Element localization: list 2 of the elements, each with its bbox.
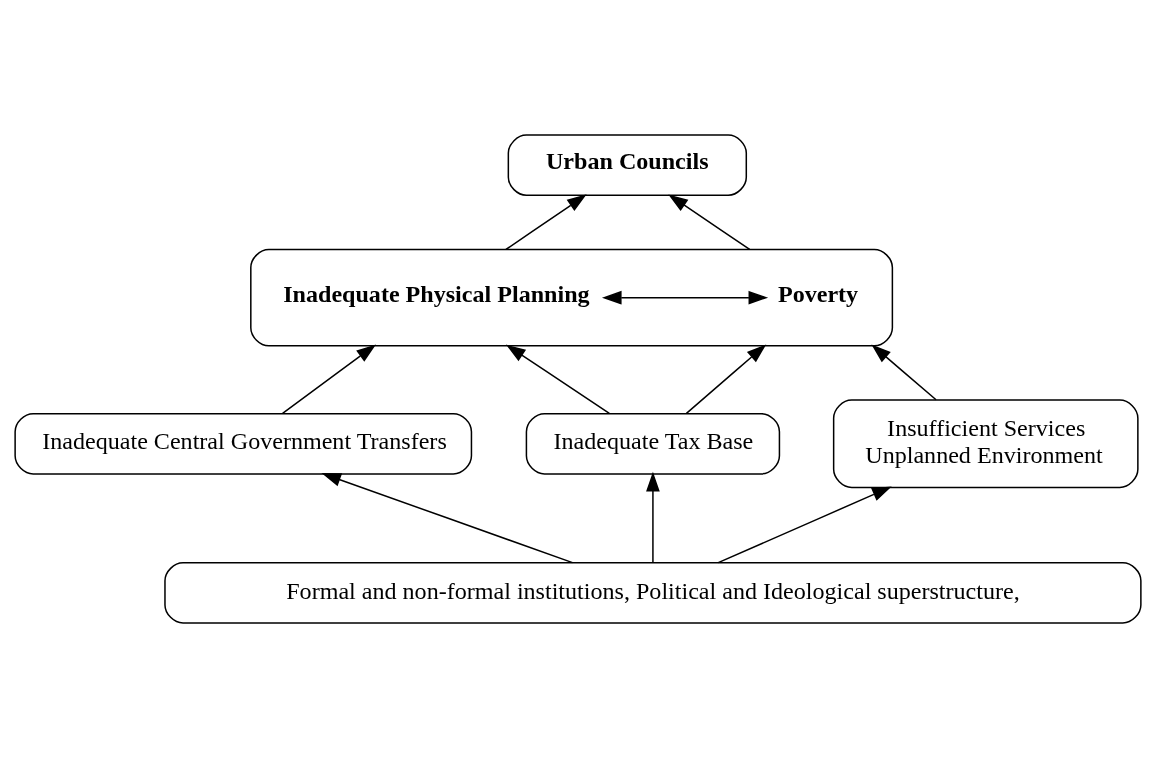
node-text: Poverty	[777, 280, 859, 307]
node-text: Inadequate Physical Planning	[283, 280, 590, 307]
